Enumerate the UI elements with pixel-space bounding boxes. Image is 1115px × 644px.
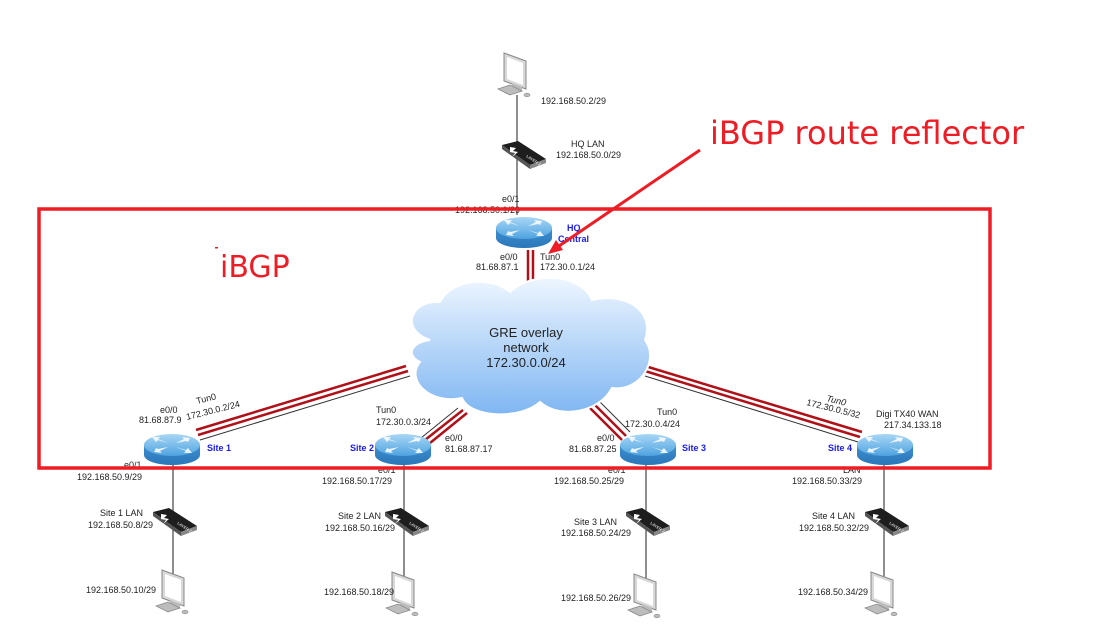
tunnel-link-site3 [586,399,631,441]
router-icon [144,434,200,465]
site4-wan-ip: 217.34.133.18 [884,420,942,430]
site3-name: Site 3 [682,443,706,453]
switch-icon [865,508,909,536]
cloud-label-line3: 172.30.0.0/24 [486,355,566,370]
site1-name: Site 1 [207,443,231,453]
site2-tun-ip: 172.30.0.3/24 [376,417,431,427]
switch-icon [153,508,197,536]
site1-e00-ip: 81.68.87.9 [139,415,182,425]
hq-lan-subnet: 192.168.50.0/29 [556,150,621,160]
router-icon [496,217,552,248]
switch-icon [626,508,670,536]
hq-pc: 192.168.50.2/29 [497,52,606,106]
site4-wan-label: Digi TX40 WAN [876,409,939,419]
site3-pc-ip: 192.168.50.26/29 [561,593,631,603]
site2-lan-if-ip: 192.168.50.17/29 [322,476,392,486]
site3-tun-label: Tun0 [657,407,677,417]
site-2: Tun0 172.30.0.3/24 Site 2 e0/0 81.68.87.… [322,405,493,617]
site2-name: Site 2 [350,443,374,453]
hq-e00-ip: 81.68.87.1 [476,262,519,272]
site2-lan-name: Site 2 LAN [338,511,381,521]
hq-lan-name: HQ LAN [571,139,605,149]
hq-router-name-1: HQ [567,223,581,233]
cloud-label-line1: GRE overlay [489,325,563,340]
hq-lan-switch: HQ LAN 192.168.50.0/29 [502,139,621,169]
site2-e00-ip: 81.68.87.17 [445,444,493,454]
site2-tun-label: Tun0 [376,405,396,415]
hq-e01-label: e0/1 [502,194,520,204]
switch-icon [502,141,546,169]
site2-lan-if-label: e0/1 [378,465,396,475]
site4-lan-name: Site 4 LAN [812,511,855,521]
site1-lan-if-label: e0/1 [124,460,142,470]
site1-e00-label: e0/0 [160,405,178,415]
router-icon [857,434,913,465]
route-reflector-label: iBGP route reflector [710,114,1025,152]
route-reflector-arrow [548,148,701,254]
hq-tun-label: Tun0 [540,252,560,262]
ibgp-label-mark [215,247,218,249]
site1-lan-name: Site 1 LAN [100,508,143,518]
site3-e00-ip: 81.68.87.25 [569,444,617,454]
pc-icon [497,52,531,98]
tunnel-link-site2 [420,407,468,444]
hq-e00-label: e0/0 [500,252,518,262]
hq-tun-ip: 172.30.0.1/24 [540,262,595,272]
site1-lan-if-ip: 192.168.50.9/29 [77,472,142,482]
pc-icon [627,573,661,619]
site3-lan-name: Site 3 LAN [574,517,617,527]
site1-lan-subnet: 192.168.50.8/29 [88,520,153,530]
gre-overlay-cloud: GRE overlay network 172.30.0.0/24 [410,276,652,416]
site4-tun-label: Tun0 [826,393,848,408]
pc-icon [155,569,189,615]
pc-icon [864,571,898,617]
site2-lan-subnet: 192.168.50.16/29 [325,523,395,533]
site4-lan-if-label: LAN [843,465,861,475]
site4-lan-subnet: 192.168.50.32/29 [799,523,869,533]
site2-pc-ip: 192.168.50.18/29 [324,587,394,597]
site-1: e0/0 81.68.87.9 Tun0 172.30.0.2/24 Site … [77,391,241,615]
hq-pc-ip: 192.168.50.2/29 [541,96,606,106]
site1-tun-label: Tun0 [195,391,217,406]
site3-lan-subnet: 192.168.50.24/29 [561,528,631,538]
ibgp-boundary-box [37,207,992,470]
tunnel-link-site1 [195,364,411,441]
site3-e00-label: e0/0 [597,433,615,443]
site4-lan-if-ip: 192.168.50.33/29 [792,476,862,486]
hq-router-name-2: Central [558,234,589,244]
router-icon [375,434,431,465]
site-4: Tun0 172.30.0.5/32 Digi TX40 WAN 217.34.… [792,393,942,617]
site3-lan-if-ip: 192.168.50.25/29 [554,476,624,486]
router-icon [620,434,676,465]
site3-tun-ip: 172.30.0.4/24 [625,419,680,429]
site4-name: Site 4 [828,443,852,453]
hq-router: e0/1 192.168.50.1/29 HQ Central e0/0 81.… [455,194,595,272]
cloud-label-line2: network [503,340,549,355]
site3-lan-if-label: e0/1 [608,465,626,475]
site2-e00-label: e0/0 [445,433,463,443]
ibgp-label: iBGP [220,250,290,285]
site1-pc-ip: 192.168.50.10/29 [86,585,156,595]
tunnel-link-site4 [644,364,863,443]
site4-pc-ip: 192.168.50.34/29 [798,587,868,597]
site-3: Tun0 172.30.0.4/24 e0/0 81.68.87.25 Site… [554,407,706,619]
